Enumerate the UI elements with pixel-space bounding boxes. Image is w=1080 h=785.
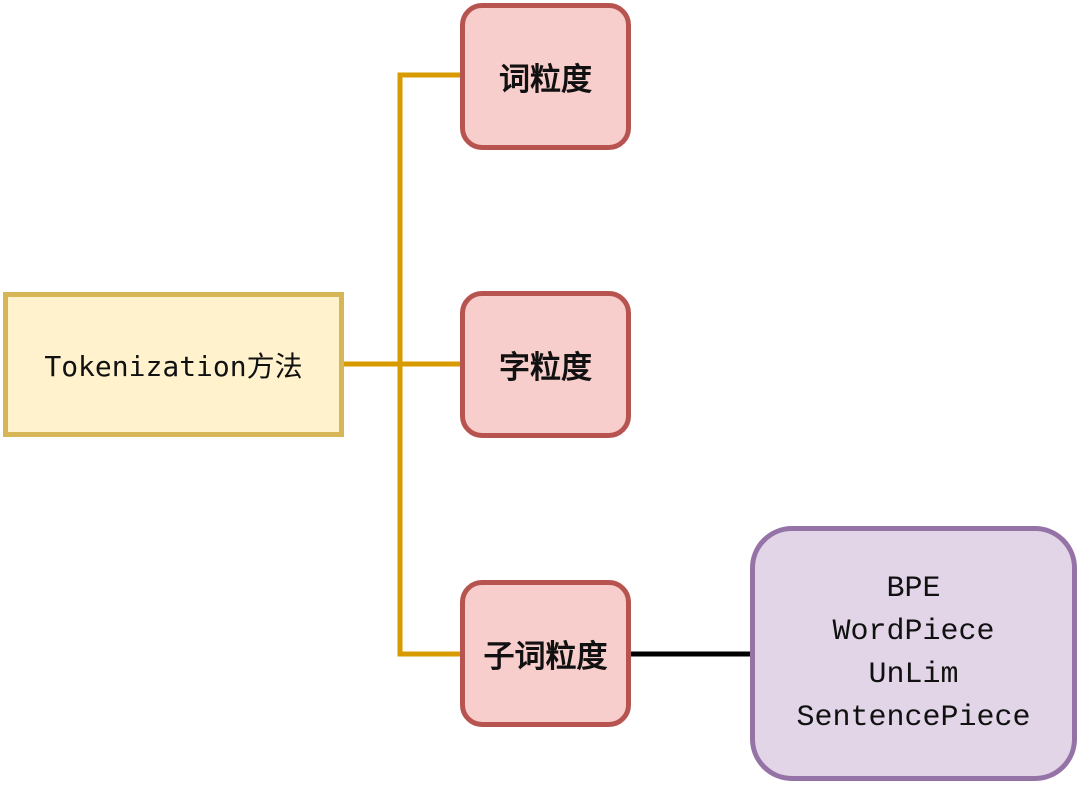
subword-granularity-label: 子词粒度 — [483, 639, 608, 675]
root-label: Tokenization方法 — [44, 349, 303, 383]
char-granularity-node: 字粒度 — [460, 291, 631, 438]
connector-root-to-word — [344, 72, 460, 367]
word-granularity-node: 词粒度 — [460, 3, 631, 150]
subword-methods-node: BPE WordPiece UnLim SentencePiece — [750, 526, 1077, 781]
word-granularity-label: 词粒度 — [499, 62, 592, 98]
connector-root-to-subword — [344, 361, 460, 657]
method-unlim: UnLim — [868, 657, 959, 692]
method-sentencepiece: SentencePiece — [796, 700, 1031, 735]
root-node: Tokenization方法 — [3, 292, 344, 437]
subword-granularity-node: 子词粒度 — [460, 580, 631, 727]
method-wordpiece: WordPiece — [832, 614, 995, 649]
char-granularity-label: 字粒度 — [499, 350, 592, 386]
method-bpe: BPE — [886, 571, 941, 606]
